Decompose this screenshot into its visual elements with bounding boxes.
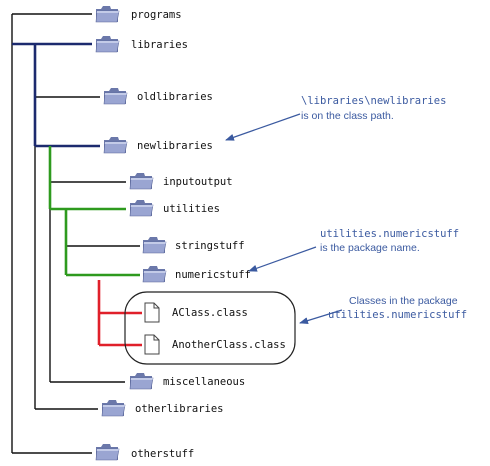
folder-icon bbox=[95, 443, 120, 461]
annotation-package-line1: utilities.numericstuff bbox=[320, 228, 459, 240]
annotation-class-path-line2: is on the class path. bbox=[301, 110, 394, 122]
folder-icon bbox=[142, 236, 167, 254]
folder-label-newlibraries: newlibraries bbox=[137, 140, 213, 152]
folder-icon bbox=[101, 399, 126, 417]
file-lines bbox=[97, 280, 142, 347]
folder-label-otherstuff: otherstuff bbox=[131, 448, 194, 460]
file-anotherclass[interactable]: AnotherClass.class bbox=[144, 334, 286, 355]
folder-icon bbox=[95, 5, 120, 23]
folder-miscellaneous[interactable]: miscellaneous bbox=[129, 372, 245, 390]
class-path-line bbox=[12, 42, 100, 148]
folder-icon bbox=[129, 372, 154, 390]
arrow-icon bbox=[225, 113, 301, 141]
arrow-icon bbox=[248, 246, 317, 272]
arrow-icon bbox=[299, 309, 343, 324]
folder-icon bbox=[142, 265, 167, 283]
folder-inputoutput[interactable]: inputoutput bbox=[129, 172, 233, 190]
annotation-class-path-line1: \libraries\newlibraries bbox=[301, 95, 446, 107]
package-path-line bbox=[48, 146, 140, 277]
folder-icon bbox=[129, 199, 154, 217]
folder-label-otherlibraries: otherlibraries bbox=[135, 403, 224, 415]
folder-numericstuff[interactable]: numericstuff bbox=[142, 265, 251, 283]
folder-otherlibraries[interactable]: otherlibraries bbox=[101, 399, 224, 417]
folder-oldlibraries[interactable]: oldlibraries bbox=[103, 87, 213, 105]
annotation-class-path: \libraries\newlibraries is on the class … bbox=[225, 95, 446, 141]
folder-label-inputoutput: inputoutput bbox=[163, 176, 233, 188]
folder-label-libraries: libraries bbox=[131, 39, 188, 51]
annotation-classes-line1: Classes in the package bbox=[349, 295, 458, 307]
root-lines bbox=[11, 13, 140, 454]
folder-otherstuff[interactable]: otherstuff bbox=[95, 443, 194, 461]
folder-stringstuff[interactable]: stringstuff bbox=[142, 236, 245, 254]
package-classes-box bbox=[124, 291, 296, 365]
folder-programs[interactable]: programs bbox=[95, 5, 182, 23]
folder-icon bbox=[103, 136, 128, 154]
folder-utilities[interactable]: utilities bbox=[129, 199, 220, 217]
folder-label-programs: programs bbox=[131, 9, 182, 21]
folder-label-utilities: utilities bbox=[163, 203, 220, 215]
folder-newlibraries[interactable]: newlibraries bbox=[103, 136, 213, 154]
annotation-classes-line2: utilities.numericstuff bbox=[328, 309, 467, 321]
annotation-classes-in-package: Classes in the package utilities.numeric… bbox=[299, 295, 467, 324]
file-aclass[interactable]: AClass.class bbox=[144, 302, 248, 323]
folder-icon bbox=[95, 35, 120, 53]
folder-icon bbox=[103, 87, 128, 105]
file-label-aclass: AClass.class bbox=[172, 307, 248, 319]
folder-label-miscellaneous: miscellaneous bbox=[163, 376, 245, 388]
annotation-package-line2: is the package name. bbox=[320, 242, 420, 254]
file-icon bbox=[144, 334, 160, 355]
file-icon bbox=[144, 302, 160, 323]
folder-libraries[interactable]: libraries bbox=[95, 35, 188, 53]
folder-label-stringstuff: stringstuff bbox=[175, 240, 245, 252]
folder-icon bbox=[129, 172, 154, 190]
folder-label-oldlibraries: oldlibraries bbox=[137, 91, 213, 103]
file-label-anotherclass: AnotherClass.class bbox=[172, 339, 286, 351]
annotation-package-name: utilities.numericstuff is the package na… bbox=[248, 228, 459, 272]
folder-label-numericstuff: numericstuff bbox=[175, 269, 251, 281]
